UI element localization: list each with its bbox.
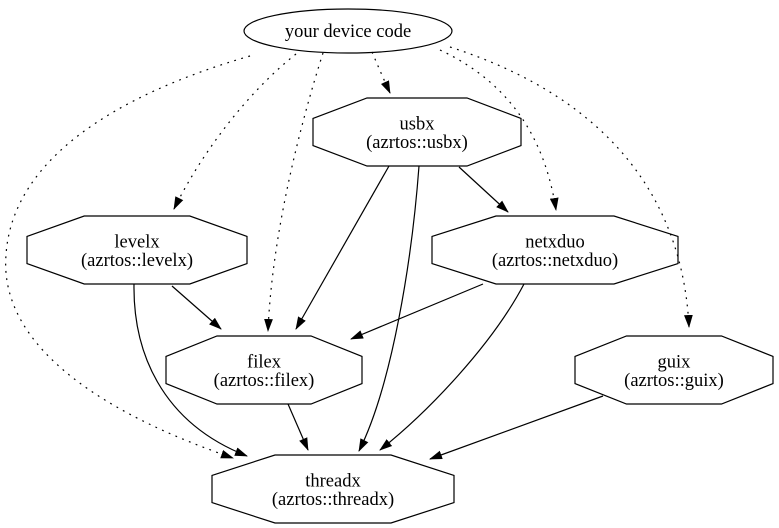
edge-device-filex — [264, 52, 324, 332]
node-levelx-label: levelx — [114, 233, 160, 253]
node-device-label: your device code — [285, 22, 411, 42]
node-levelx-shape — [26, 215, 248, 285]
node-guix-shape — [574, 335, 774, 405]
edge-levelx-threadx — [133, 283, 248, 457]
node-guix-label: guix — [658, 353, 692, 373]
node-filex-shape — [165, 335, 363, 405]
node-guix-sublabel: (azrtos::guix) — [624, 371, 724, 391]
node-netxduo-shape — [431, 215, 679, 285]
node-filex-label: filex — [247, 353, 282, 373]
node-usbx: usbx (azrtos::usbx) — [312, 97, 522, 167]
node-usbx-sublabel: (azrtos::usbx) — [366, 133, 468, 153]
node-usbx-shape — [312, 97, 522, 167]
edge-usbx-netxduo — [458, 166, 509, 213]
node-filex: filex (azrtos::filex) — [165, 335, 363, 405]
edge-usbx-filex — [295, 165, 390, 330]
node-threadx-label: threadx — [305, 472, 361, 492]
node-netxduo-sublabel: (azrtos::netxduo) — [492, 251, 618, 271]
node-usbx-label: usbx — [400, 115, 436, 135]
edge-device-usbx — [371, 51, 391, 94]
node-levelx: levelx (azrtos::levelx) — [26, 215, 248, 285]
node-levelx-sublabel: (azrtos::levelx) — [81, 251, 193, 271]
node-guix: guix (azrtos::guix) — [574, 335, 774, 405]
edge-device-guix — [449, 46, 693, 328]
node-netxduo-label: netxduo — [525, 233, 585, 253]
edge-netxduo-threadx — [379, 283, 525, 451]
edge-levelx-filex — [171, 285, 222, 330]
node-threadx: threadx (azrtos::threadx) — [211, 454, 455, 524]
node-filex-sublabel: (azrtos::filex) — [214, 371, 315, 391]
node-device-shape — [243, 8, 453, 54]
edge-netxduo-filex — [350, 283, 484, 340]
node-netxduo: netxduo (azrtos::netxduo) — [431, 215, 679, 285]
edge-filex-threadx — [287, 403, 309, 451]
edge-device-netxduo — [439, 49, 559, 211]
edge-usbx-threadx — [358, 165, 420, 452]
edge-guix-threadx — [429, 395, 604, 460]
edges — [5, 46, 693, 460]
edge-device-levelx — [173, 53, 297, 210]
node-threadx-shape — [211, 454, 455, 524]
node-threadx-sublabel: (azrtos::threadx) — [272, 490, 394, 510]
edge-device-threadx — [5, 55, 251, 459]
node-device: your device code — [243, 8, 453, 54]
